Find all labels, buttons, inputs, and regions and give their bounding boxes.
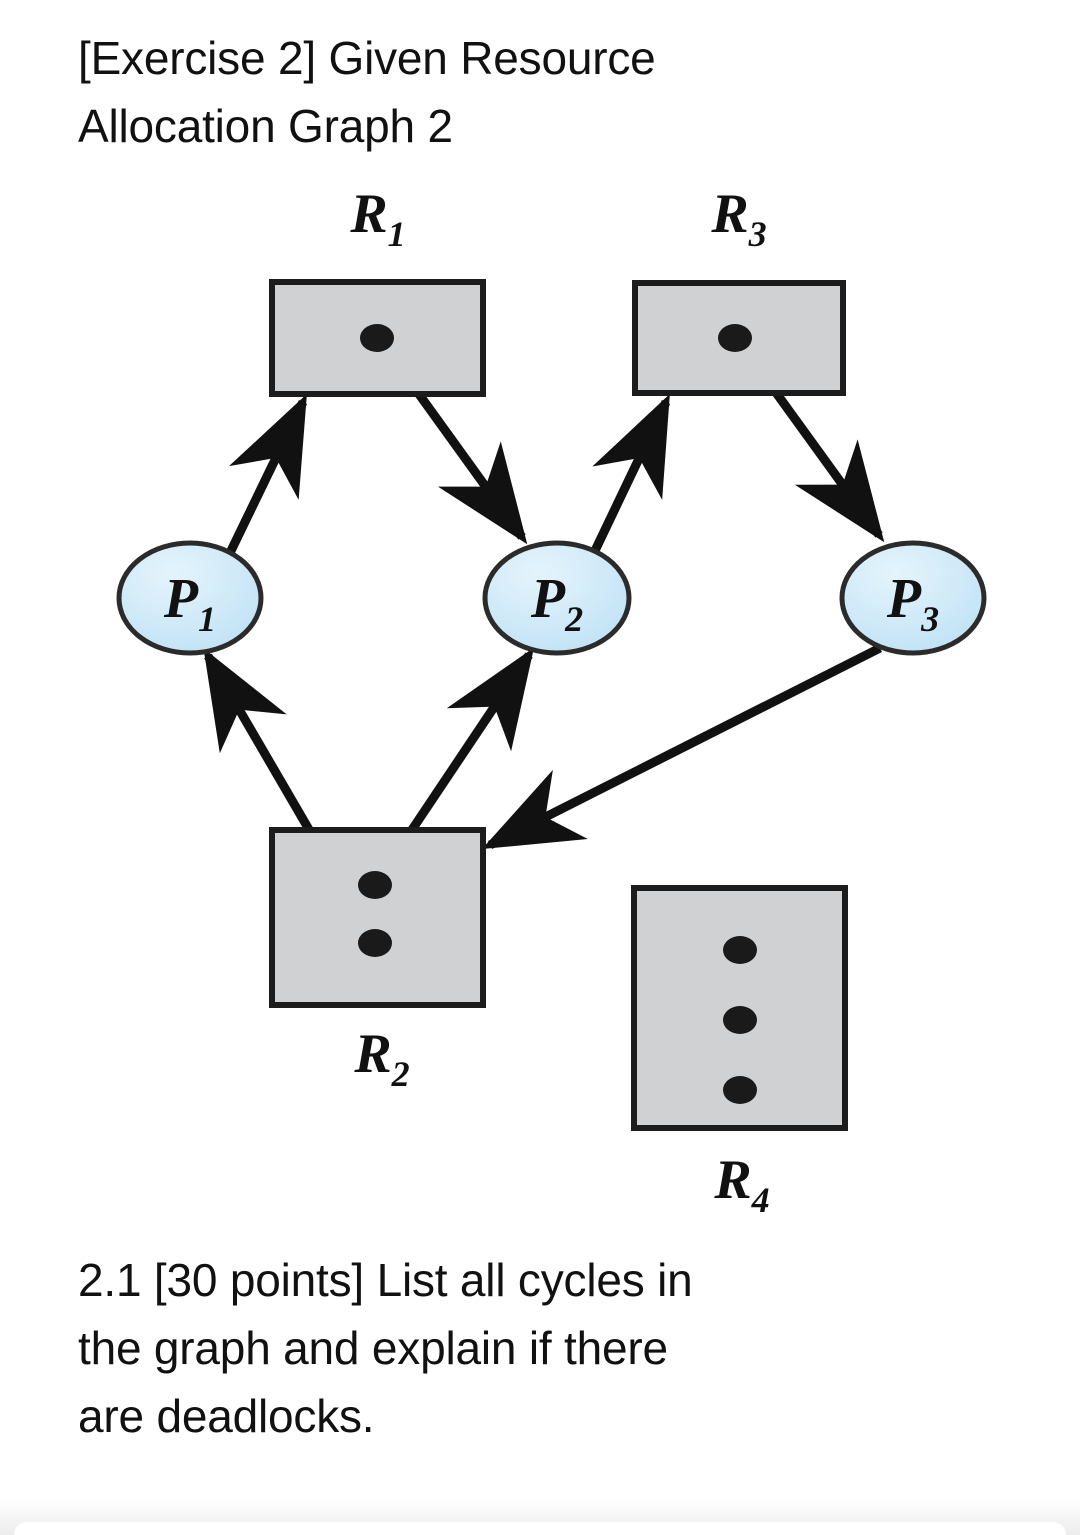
process-label-p1: P1: [163, 568, 216, 639]
resource-label-r4-subscript: 4: [751, 1180, 770, 1220]
resource-label-r2-letter: R: [353, 1023, 391, 1085]
resource-instance-dot: [360, 324, 394, 352]
edge-p2-to-r3: [587, 393, 671, 559]
resource-allocation-graph-figure: R1 R3 R2: [0, 185, 1080, 1245]
exercise-title: [Exercise 2] Given Resource Allocation G…: [78, 32, 656, 152]
resource-instance-dot: [358, 929, 392, 957]
resource-node-r4: R4: [631, 885, 848, 1220]
process-label-p3-subscript: 3: [920, 599, 939, 639]
resource-label-r3: R3: [710, 185, 766, 254]
resource-label-r4: R4: [713, 1149, 769, 1220]
resource-label-r1-letter: R: [349, 185, 387, 245]
process-node-p3: P3: [839, 540, 987, 656]
resource-label-r3-subscript: 3: [748, 214, 767, 254]
resource-label-r4-letter: R: [713, 1149, 751, 1211]
page-bottom-card-edge: [14, 1522, 1066, 1535]
process-node-p1: P1: [116, 540, 264, 656]
resource-node-r2: R2: [269, 827, 486, 1094]
resource-label-r3-letter: R: [710, 185, 748, 245]
resource-label-r1-subscript: 1: [388, 214, 406, 254]
resource-instance-dot: [723, 936, 757, 964]
resource-instance-dot: [718, 324, 752, 352]
resource-box-r2: [269, 827, 486, 1008]
process-label-p1-letter: P: [163, 568, 199, 630]
resource-instance-dot: [358, 871, 392, 899]
process-ellipse-p2: [482, 540, 632, 656]
process-label-p3-letter: P: [886, 568, 922, 630]
process-label-p3: P3: [886, 568, 939, 639]
process-node-p2: P2: [482, 540, 632, 656]
edge-p3-to-r2: [481, 643, 883, 850]
resource-node-r3: R3: [632, 185, 846, 396]
resource-node-r1: R1: [269, 185, 486, 397]
process-ellipse-p3: [839, 540, 987, 656]
process-label-p2: P2: [530, 568, 583, 639]
question-2-1-text: 2.1 [30 points] List all cycles in the g…: [78, 1254, 693, 1442]
process-ellipse-p1: [116, 540, 264, 656]
resource-label-r1: R1: [349, 185, 405, 254]
resource-instance-dot: [723, 1006, 757, 1034]
process-label-p2-subscript: 2: [564, 599, 583, 639]
resource-instance-dot: [723, 1076, 757, 1104]
edge-p1-to-r1: [223, 393, 308, 559]
process-label-p1-subscript: 1: [198, 599, 216, 639]
process-label-p2-letter: P: [530, 568, 566, 630]
resource-label-r2: R2: [353, 1023, 409, 1094]
resource-label-r2-subscript: 2: [391, 1054, 410, 1094]
